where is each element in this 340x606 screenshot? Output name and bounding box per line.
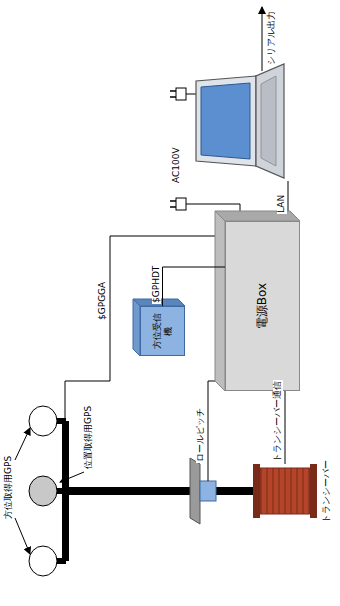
power-box: 電源Box xyxy=(225,221,300,391)
node-text: 方位受信機 xyxy=(152,310,173,352)
signal-label: シリアル出力 xyxy=(267,10,277,66)
signal-wire xyxy=(163,267,226,306)
signal-label: トランシーバー通信 xyxy=(273,380,283,463)
signal-label: 位置取得用GPS xyxy=(84,405,94,470)
signal-label: $GPGGA xyxy=(98,281,108,321)
signal-label: LAN xyxy=(277,194,287,214)
edge-label: $GPHDT xyxy=(152,265,162,304)
signal-label: 方位取得用GPS xyxy=(4,455,14,520)
signal-label: トランシーバー xyxy=(322,459,332,524)
node-text: 電源Box xyxy=(256,283,270,329)
signal-label: ロールピッチ xyxy=(196,407,206,463)
receiver-box: 方位受信機 xyxy=(140,306,185,356)
signal-label: AC100V xyxy=(172,146,182,184)
